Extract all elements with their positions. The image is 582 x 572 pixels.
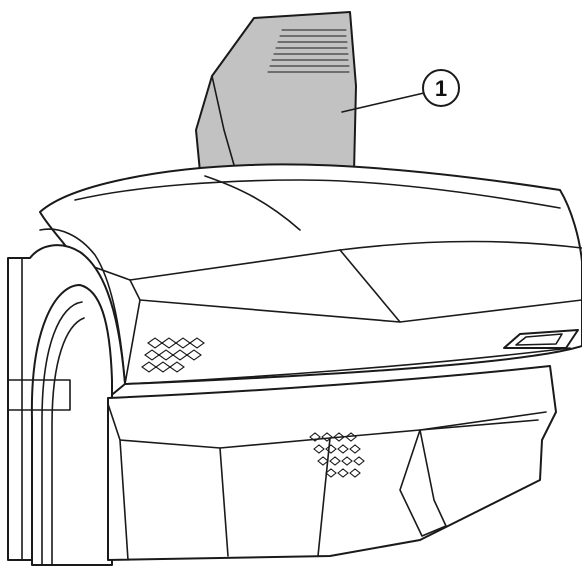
canopy-speaker-grille — [141, 337, 205, 373]
tower-vent-slots — [267, 29, 350, 73]
bench-speaker-grille — [309, 432, 365, 478]
callout-leader-line — [341, 92, 425, 113]
control-display — [503, 329, 579, 349]
end-cap-arch — [7, 228, 126, 566]
callout-1: 1 — [341, 69, 460, 113]
highlighted-tower-panel — [195, 11, 357, 173]
callout-circle — [422, 69, 460, 107]
callout-label: 1 — [435, 76, 447, 101]
